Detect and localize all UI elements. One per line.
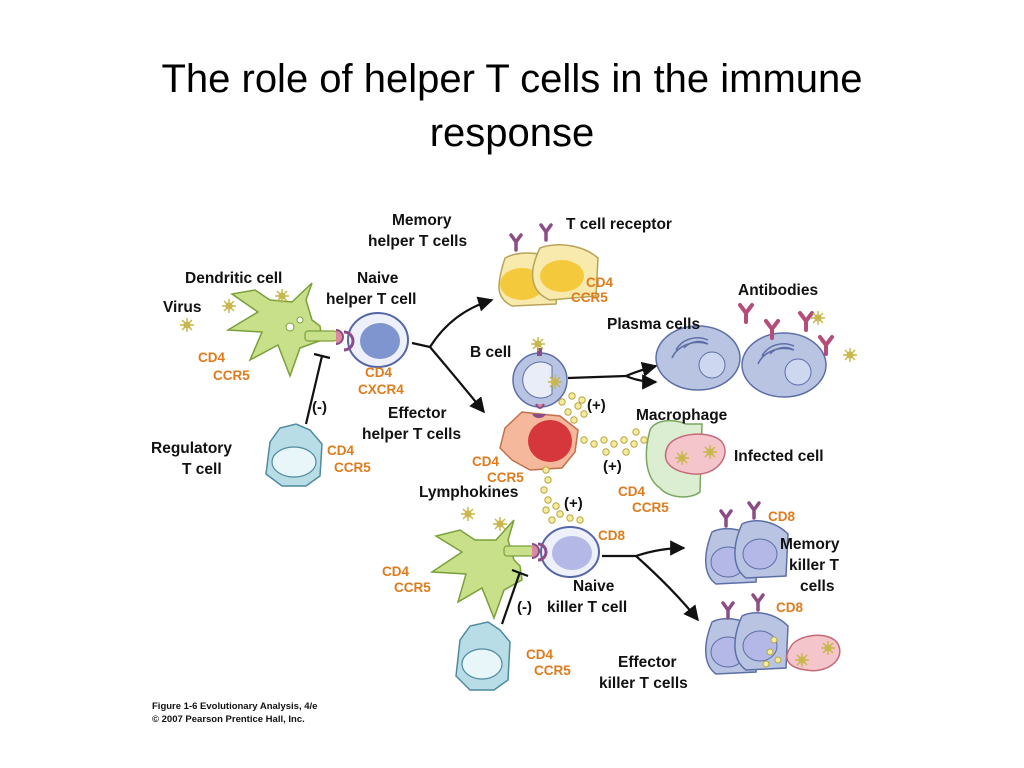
label-infected-cell: Infected cell <box>734 448 824 465</box>
label-memory-helper-2: helper T cells <box>368 233 467 250</box>
figure-caption: Figure 1-6 Evolutionary Analysis, 4/e <box>152 701 317 712</box>
sign-plus: (+) <box>603 458 622 475</box>
marker-ccr5: CCR5 <box>213 368 250 383</box>
sign-plus: (+) <box>564 495 583 512</box>
label-effector-killer-2: killer T cells <box>599 675 688 692</box>
title-line-2: response <box>429 111 595 155</box>
virus-icon <box>492 516 508 532</box>
antibody-icon <box>798 311 814 332</box>
marker-ccr5: CCR5 <box>487 470 524 485</box>
lymphokine-dots <box>540 392 648 524</box>
effector-helper-t-cell <box>499 411 579 471</box>
label-naive-helper-2: helper T cell <box>326 291 416 308</box>
sign-plus: (+) <box>587 397 606 414</box>
regulatory-t-cell-lower <box>455 621 511 691</box>
marker-cd4: CD4 <box>472 454 499 469</box>
label-effector-helper-1: Effector <box>388 405 447 422</box>
dendritic-cell-lower <box>429 519 540 621</box>
label-naive-helper-1: Naive <box>357 270 399 287</box>
copyright-caption: © 2007 Pearson Prentice Hall, Inc. <box>152 714 305 725</box>
marker-cd4: CD4 <box>327 443 354 458</box>
marker-cd4: CD4 <box>586 275 613 290</box>
regulatory-t-cell <box>265 423 323 487</box>
marker-cd8: CD8 <box>598 528 625 543</box>
naive-helper-t-cell <box>343 312 409 368</box>
label-b-cell: B cell <box>470 344 511 361</box>
sign-minus: (-) <box>517 599 532 616</box>
marker-cd4: CD4 <box>618 484 645 499</box>
label-lymphokines: Lymphokines <box>419 484 518 501</box>
virus-icon <box>460 506 476 522</box>
marker-ccr5: CCR5 <box>571 290 608 305</box>
marker-ccr5: CCR5 <box>632 500 669 515</box>
marker-cd4: CD4 <box>526 647 553 662</box>
marker-cd4: CD4 <box>198 350 225 365</box>
plasma-cells <box>655 325 827 398</box>
memory-killer-t-cells <box>705 501 789 585</box>
label-naive-killer-1: Naive <box>573 578 615 595</box>
virus-icon <box>842 347 858 363</box>
virus-icon <box>221 298 237 314</box>
marker-cd4: CD4 <box>365 365 392 380</box>
marker-ccr5: CCR5 <box>394 580 431 595</box>
label-antibodies: Antibodies <box>738 282 818 299</box>
label-virus: Virus <box>163 299 202 316</box>
naive-killer-t-cell <box>537 526 600 578</box>
label-memory-killer-3: cells <box>800 578 834 595</box>
effector-killer-t-cells <box>705 593 841 675</box>
virus-icon <box>179 317 195 333</box>
marker-cd4: CD4 <box>382 564 409 579</box>
dendritic-cell <box>225 282 344 379</box>
label-macrophage: Macrophage <box>636 407 728 424</box>
title-line-1: The role of helper T cells in the immune <box>161 57 863 101</box>
label-memory-killer-1: Memory <box>780 536 840 553</box>
label-naive-killer-2: killer T cell <box>547 599 627 616</box>
b-cell <box>512 336 568 409</box>
label-memory-helper-1: Memory <box>392 212 452 229</box>
page-title: The role of helper T cells in the immune… <box>0 52 1024 160</box>
memory-helper-t-cells <box>498 223 599 307</box>
marker-ccr5: CCR5 <box>334 460 371 475</box>
label-dendritic-cell: Dendritic cell <box>185 270 282 287</box>
label-t-cell-receptor: T cell receptor <box>566 216 672 233</box>
label-memory-killer-2: killer T <box>789 557 839 574</box>
marker-cd8: CD8 <box>768 509 795 524</box>
label-effector-helper-2: helper T cells <box>362 426 461 443</box>
label-effector-killer-1: Effector <box>618 654 677 671</box>
marker-ccr5: CCR5 <box>534 663 571 678</box>
label-regulatory-1: Regulatory <box>151 440 232 457</box>
label-regulatory-2: T cell <box>182 461 222 478</box>
infected-cell <box>664 433 726 475</box>
sign-minus: (-) <box>312 399 327 416</box>
marker-cxcr4: CXCR4 <box>358 382 404 397</box>
antibody-icon <box>738 303 754 324</box>
arrows <box>304 296 699 625</box>
virus-icon <box>810 310 826 326</box>
marker-cd8: CD8 <box>776 600 803 615</box>
virus-icon <box>274 288 290 304</box>
label-plasma-cells: Plasma cells <box>607 316 700 333</box>
